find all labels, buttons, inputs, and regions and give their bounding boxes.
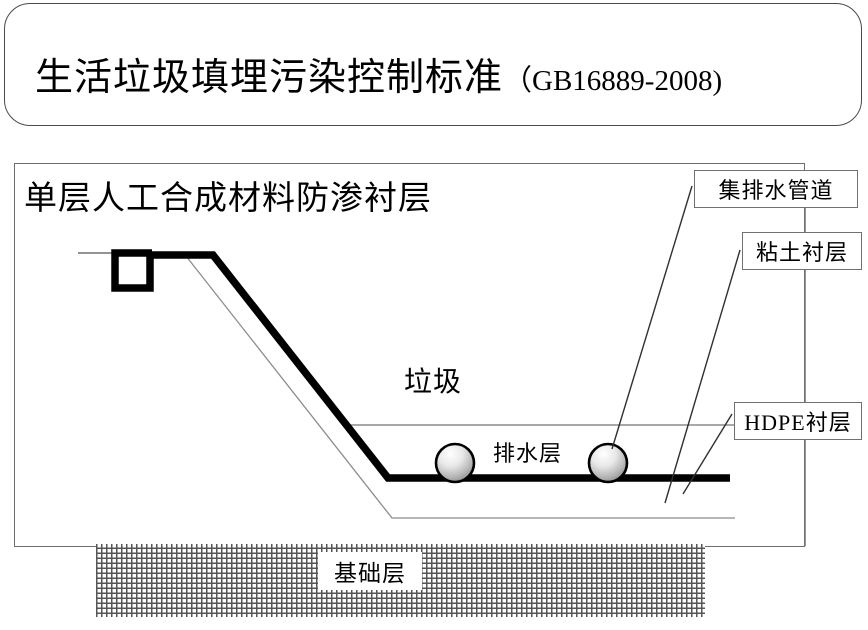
title-standard-code: （GB16889-2008) xyxy=(503,65,723,97)
diagram-heading: 单层人工合成材料防渗衬层 xyxy=(24,181,432,217)
waste-label: 垃圾 xyxy=(404,367,463,398)
callout-collection-drainage-pipe[interactable]: 集排水管道 xyxy=(694,170,858,208)
callout-collection-drainage-pipe-label: 集排水管道 xyxy=(718,178,834,203)
callout-hdpe-liner[interactable]: HDPE衬层 xyxy=(734,402,862,440)
title-standard-name: 生活垃圾填埋污染控制标准 xyxy=(35,57,504,99)
diagram-frame xyxy=(14,163,805,547)
page-title: 生活垃圾填埋污染控制标准（GB16889-2008) xyxy=(35,59,722,97)
callout-hdpe-liner-label: HDPE衬层 xyxy=(744,410,852,435)
callout-clay-liner-label: 粘土衬层 xyxy=(755,240,848,265)
foundation-layer-label: 基础层 xyxy=(318,552,422,590)
drainage-layer-label: 排水层 xyxy=(493,441,563,466)
title-banner: 生活垃圾填埋污染控制标准（GB16889-2008) xyxy=(4,3,862,126)
callout-clay-liner[interactable]: 粘土衬层 xyxy=(742,232,862,270)
